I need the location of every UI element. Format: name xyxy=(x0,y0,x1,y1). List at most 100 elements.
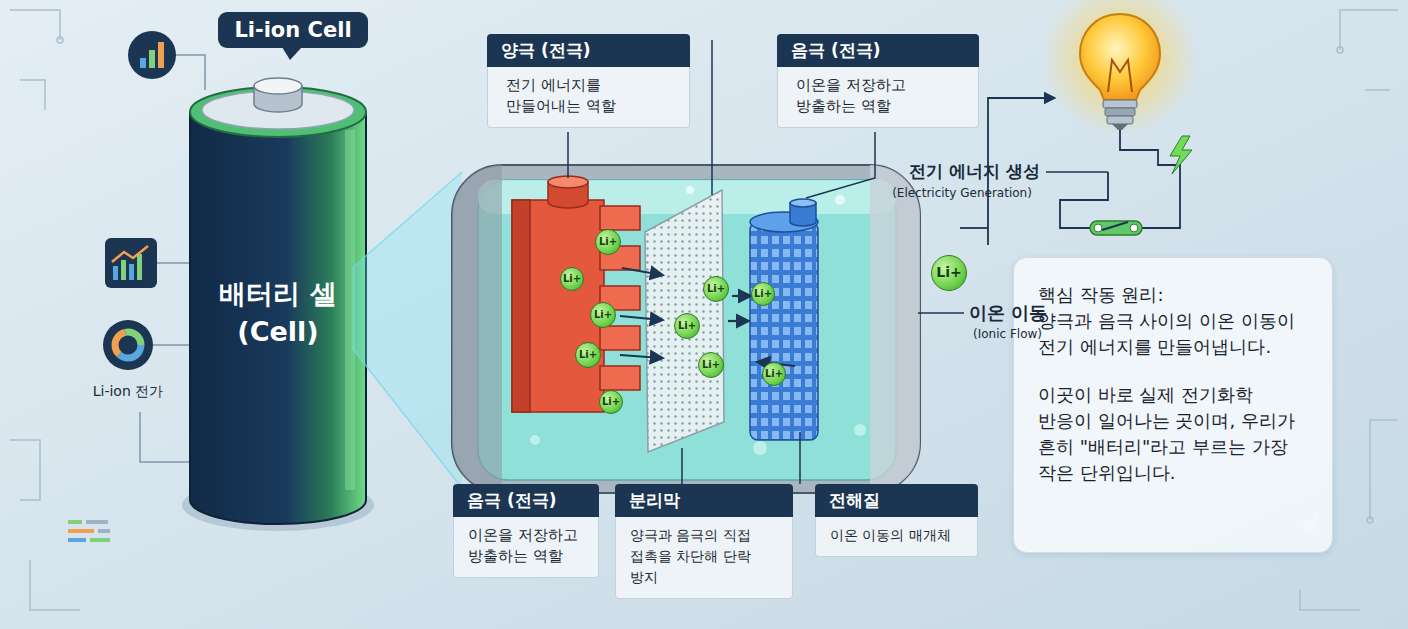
donut-icon xyxy=(103,320,153,370)
callout-box: 양극 (전극)전기 에너지를 만들어내는 역할 xyxy=(487,34,690,128)
circuit-decoration xyxy=(1367,517,1373,523)
circuit-wires xyxy=(1120,128,1180,228)
light-bulb xyxy=(1105,108,1135,116)
circuit-wires xyxy=(1060,172,1108,228)
bulb-glow xyxy=(1042,0,1198,136)
light-bulb xyxy=(1080,14,1160,100)
line-chart-icon xyxy=(105,238,157,288)
leader-lines xyxy=(806,132,875,198)
light-bulb xyxy=(1112,124,1128,130)
separator-membrane xyxy=(645,190,724,452)
title-bubble: Li-ion Cell xyxy=(218,12,368,48)
switch-symbol xyxy=(1090,221,1142,235)
ion-label: Li+ xyxy=(698,352,724,378)
magnifier-beam xyxy=(352,172,462,488)
bubble-tail xyxy=(282,47,302,60)
code-marks xyxy=(68,520,82,524)
cell-cutaway xyxy=(854,424,866,436)
ion-flow-arrows xyxy=(728,320,748,322)
cathode-electrode xyxy=(600,326,640,350)
callout-box: 분리막양극과 음극의 직접 접촉을 차단해 단락 방지 xyxy=(615,484,793,599)
ion-flow-arrows xyxy=(732,295,750,297)
code-marks xyxy=(90,538,110,542)
cell-cutaway xyxy=(452,165,920,493)
info-paragraph: 양극과 음극 사이의 이온 이동이 전기 에너지를 만들어냅니다. xyxy=(1038,308,1308,360)
anode-electrode xyxy=(750,199,818,440)
ion-label: Li+ xyxy=(762,362,786,386)
line-chart-icon xyxy=(112,246,148,262)
annotation-label: 이온 이동 xyxy=(969,301,1079,325)
donut-icon xyxy=(103,320,153,370)
leader-lines xyxy=(1046,171,1108,173)
code-marks xyxy=(68,520,110,542)
info-panel: 핵심 작동 원리:양극과 음극 사이의 이온 이동이 전기 에너지를 만들어냅니… xyxy=(1013,257,1333,553)
bubble-tail xyxy=(282,47,302,60)
icon-leader-lines xyxy=(153,344,192,346)
line-chart-icon xyxy=(129,264,134,280)
callout-heading: 분리막 xyxy=(615,484,793,517)
annotation-label: 전기 에너지 생성 xyxy=(880,160,1040,183)
magnifier-beam xyxy=(352,172,462,488)
battery-cell xyxy=(254,78,302,94)
lightning-symbol xyxy=(1170,136,1192,174)
circuit-decoration xyxy=(1340,10,1398,90)
icon-caption: Li-ion 전가 xyxy=(78,383,178,401)
light-bulb xyxy=(1108,60,1132,92)
callout-heading: 음극 (전극) xyxy=(453,484,599,517)
cathode-electrode xyxy=(512,176,640,412)
battery-body: 배터리 셀 (Cell) xyxy=(200,265,356,361)
battery-text: 배터리 셀 (Cell) xyxy=(200,275,356,351)
info-heading: 핵심 작동 원리: xyxy=(1038,282,1308,308)
callout-box: 음극 (전극)이온을 저장하고 방출하는 역할 xyxy=(777,34,979,128)
line-chart-icon xyxy=(137,254,142,280)
donut-icon xyxy=(115,332,141,358)
code-marks xyxy=(86,520,108,524)
line-chart-icon xyxy=(105,238,157,288)
cell-cutaway xyxy=(530,435,540,445)
cell-cutaway xyxy=(452,165,920,493)
switch-symbol xyxy=(1130,224,1138,232)
ion-label: Li+ xyxy=(674,313,700,339)
ion-label: Li+ xyxy=(931,255,967,291)
cell-cutaway xyxy=(452,165,502,493)
ion-label: Li+ xyxy=(595,229,621,255)
callout-body: 이온을 저장하고 방출하는 역할 xyxy=(777,67,979,128)
callout-body: 전기 에너지를 만들어내는 역할 xyxy=(487,67,690,128)
lightning-symbol xyxy=(1170,136,1192,174)
circuit-decoration xyxy=(10,10,60,110)
switch-symbol xyxy=(1094,224,1102,232)
ion-label: Li+ xyxy=(575,342,601,368)
cell-cutaway xyxy=(686,186,694,194)
leader-lines xyxy=(711,40,713,195)
callout-body: 이온을 저장하고 방출하는 역할 xyxy=(453,517,599,578)
switch-symbol xyxy=(1090,221,1142,235)
light-bulb xyxy=(1103,100,1137,108)
line-chart-icon xyxy=(113,266,118,280)
bubble-text: Li-ion Cell xyxy=(234,18,351,42)
circuit-decoration xyxy=(57,37,63,43)
cell-cutaway xyxy=(835,195,845,205)
donut-icon xyxy=(115,332,141,358)
callout-heading: 양극 (전극) xyxy=(487,34,690,67)
bar-chart-icon xyxy=(158,42,164,68)
ion-label: Li+ xyxy=(560,267,584,291)
donut-icon xyxy=(115,332,141,358)
bulb-glow xyxy=(1042,0,1198,136)
callout-box: 음극 (전극)이온을 저장하고 방출하는 역할 xyxy=(453,484,599,578)
light-bulb xyxy=(1080,14,1160,130)
anode-electrode xyxy=(790,199,816,207)
switch-symbol xyxy=(1102,222,1128,230)
icon-leader-lines xyxy=(157,262,192,264)
ion-flow-arrows xyxy=(622,268,662,275)
circuit-decoration xyxy=(10,440,80,610)
callout-heading: 전해질 xyxy=(815,484,978,517)
anode-electrode xyxy=(750,222,818,440)
ion-label: Li+ xyxy=(751,282,775,306)
circuit-decoration xyxy=(1337,47,1343,53)
info-paragraph: 이곳이 바로 실제 전기화학 반응이 일어나는 곳이며, 우리가 흔히 "배터리… xyxy=(1038,382,1308,486)
cell-cutaway xyxy=(478,180,896,480)
ion-label: Li+ xyxy=(599,390,623,414)
cathode-electrode xyxy=(512,200,530,412)
callout-body: 이온 이동의 매개체 xyxy=(815,517,978,557)
